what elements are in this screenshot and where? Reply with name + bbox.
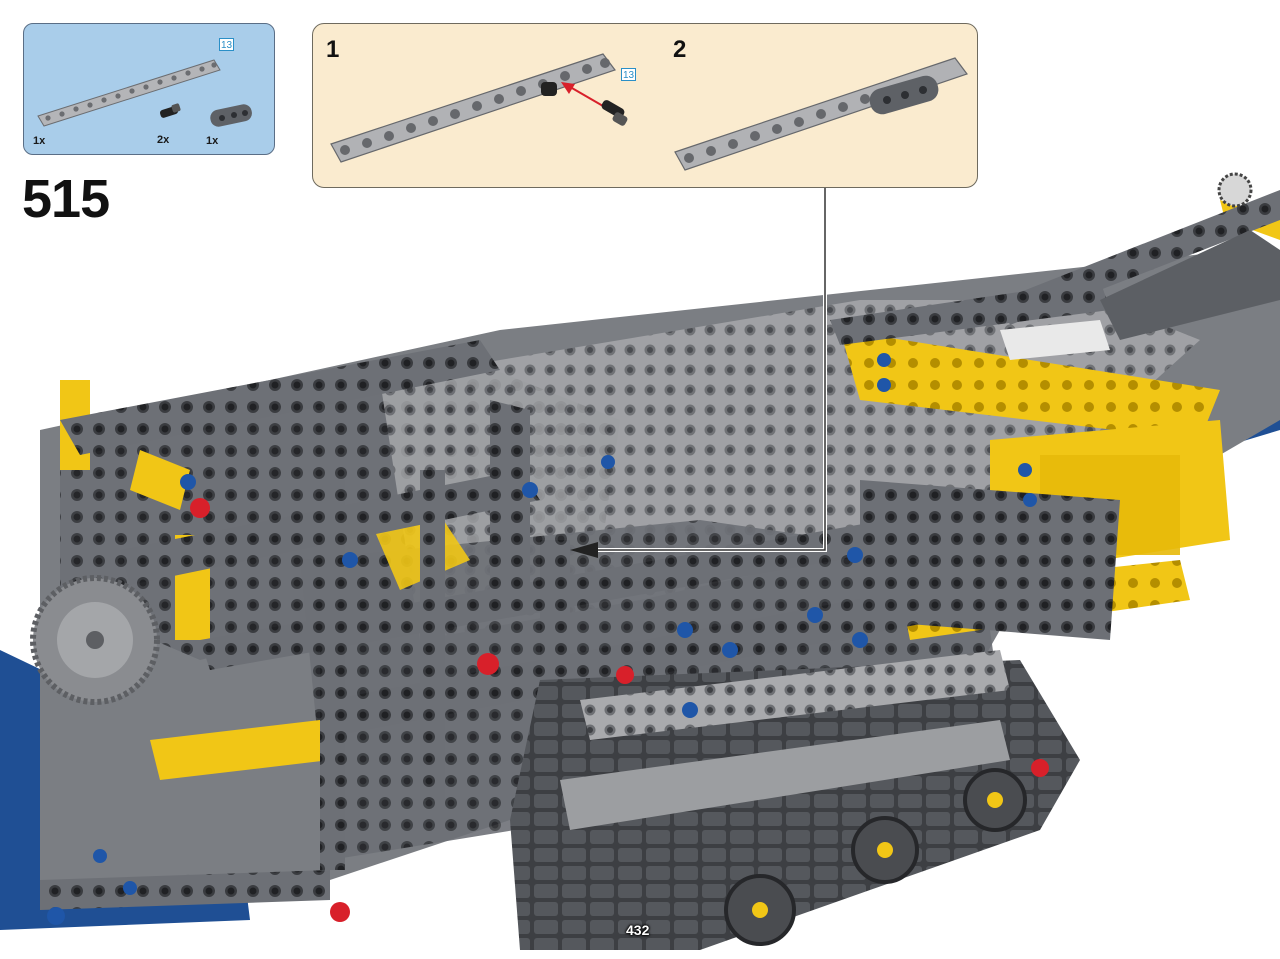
light-gray-beam-part: [37, 59, 221, 127]
pin-insertion-arrow: [561, 82, 628, 126]
boom: [1000, 172, 1280, 360]
crawler-tracks: [510, 650, 1080, 950]
black-pin-part: [159, 103, 181, 118]
placement-arrow: [570, 187, 827, 558]
page-number: 432: [626, 922, 650, 938]
dark-gray-beam-part: [210, 104, 252, 127]
part-quantity-beam: 1x: [33, 135, 46, 147]
sub-step-1-length-badge: 13: [621, 68, 636, 81]
part-quantity-short-beam: 1x: [206, 135, 219, 147]
parts-list-callout: 13 1x 2x 1x: [23, 23, 275, 155]
frame-beams: [40, 190, 1280, 910]
part-quantity-pin: 2x: [157, 134, 170, 146]
sub-step-2-number: 2: [673, 36, 687, 63]
beam-length-badge: 13: [219, 38, 234, 51]
sub-step-1-beam: [330, 53, 616, 163]
sub-assembly-illustration: [330, 53, 968, 171]
gear: [30, 575, 160, 705]
step-number: 515: [22, 169, 110, 229]
parts-illustration: [37, 59, 252, 127]
sub-step-1-number: 1: [326, 36, 340, 63]
connector-pins: [47, 353, 1049, 925]
sub-step-2-beam: [674, 57, 968, 171]
sub-assembly-callout: 1 2 13: [312, 23, 978, 188]
